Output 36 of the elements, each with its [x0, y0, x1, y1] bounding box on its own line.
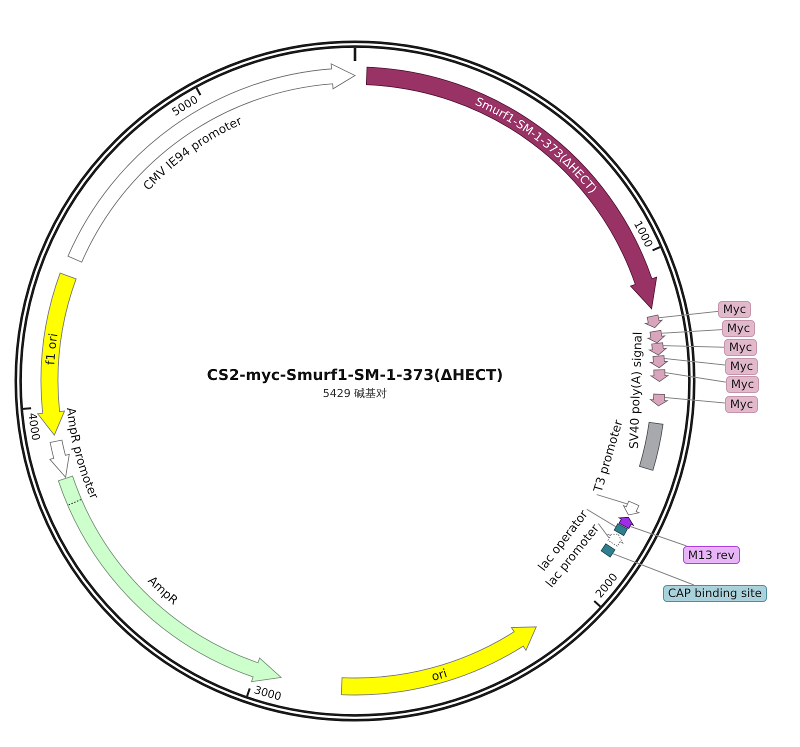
leader-line	[612, 553, 694, 586]
leader-line	[630, 526, 688, 546]
leader-line	[664, 397, 726, 404]
feature-tag: Myc	[722, 320, 756, 337]
feature-tag: M13 rev	[683, 546, 740, 564]
feature-marker	[648, 330, 666, 344]
leader-line	[598, 523, 610, 538]
feature-marker	[644, 314, 662, 328]
feature-marker	[618, 516, 634, 529]
feature-marker	[650, 355, 668, 368]
leader-line	[664, 358, 726, 366]
leader-line	[664, 372, 726, 383]
leader-line	[586, 508, 616, 528]
feature-block	[614, 523, 628, 536]
feature-marker	[650, 394, 668, 406]
feature-tag: Myc	[725, 358, 758, 375]
plasmid-size: 5429 碱基对	[322, 386, 388, 401]
leader-line	[658, 310, 718, 318]
feature-marker	[650, 369, 668, 382]
feature-block	[600, 543, 616, 558]
feature-tag: CAP binding site	[663, 585, 767, 602]
leader-line	[662, 345, 724, 348]
feature-marker	[608, 534, 624, 547]
leader-line	[661, 329, 722, 334]
feature-tag: Myc	[718, 301, 752, 318]
feature-tag: Myc	[724, 339, 758, 356]
leader-line	[596, 494, 628, 504]
feature-label: f1 ori	[43, 332, 60, 366]
tick-label: 3000	[252, 683, 283, 704]
plasmid-title: CS2-myc-Smurf1-SM-1-373(ΔHECT)	[206, 366, 504, 384]
feature-marker	[623, 500, 640, 516]
feature-label: SV40 poly(A) signal	[626, 332, 645, 450]
feature-tag: Myc	[726, 376, 760, 393]
feature-label: ori	[430, 666, 449, 684]
feature-marker	[648, 342, 667, 356]
feature-tag: Myc	[725, 396, 758, 413]
